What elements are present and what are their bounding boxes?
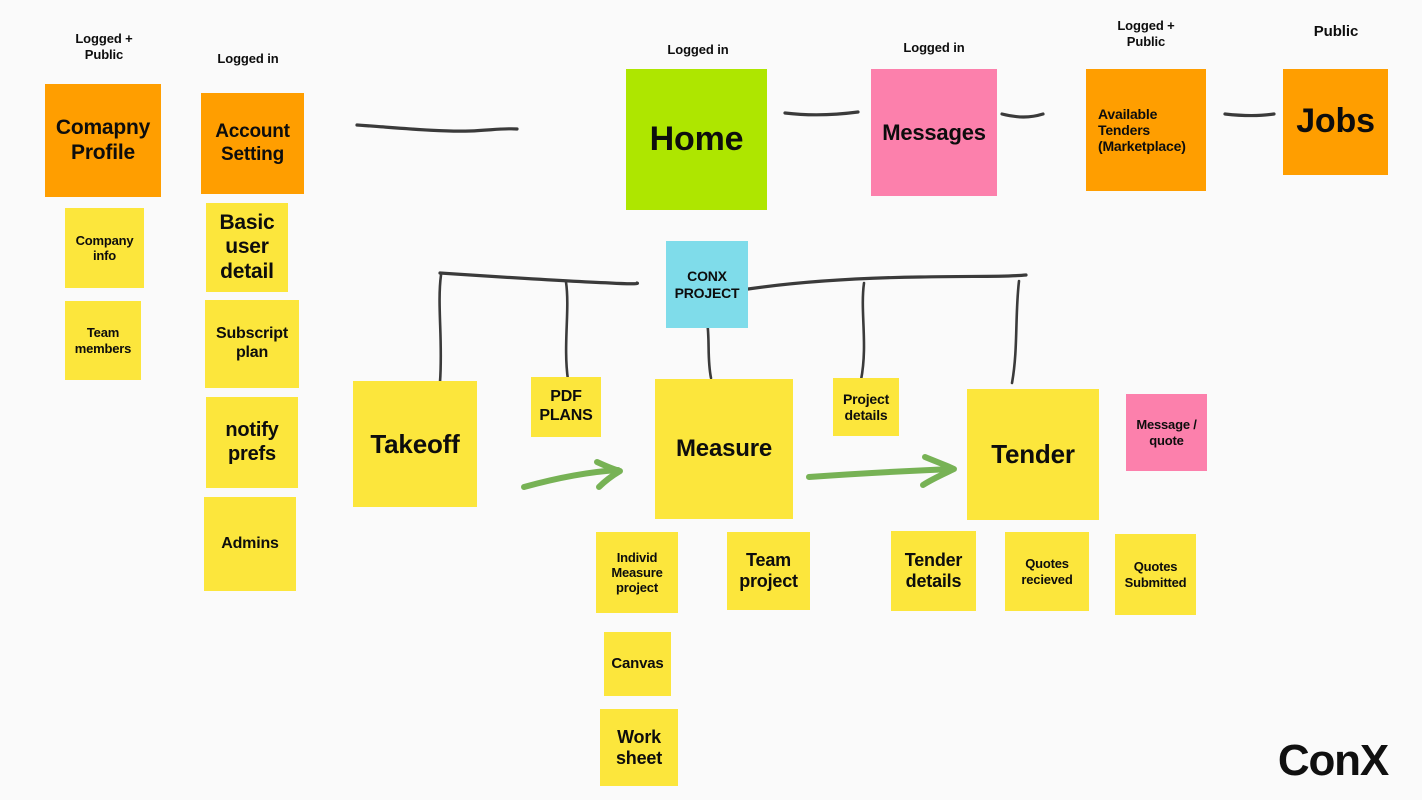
note-home[interactable]: Home: [626, 69, 767, 210]
note-quotes-recieved[interactable]: Quotes recieved: [1005, 532, 1089, 611]
note-company-info[interactable]: Company info: [65, 208, 144, 288]
note-company-profile[interactable]: Comapny Profile: [45, 84, 161, 197]
note-message-quote[interactable]: Message / quote: [1126, 394, 1207, 471]
arrow-measure-to-tender: [806, 454, 957, 488]
connector-conx-left-bus: [438, 271, 640, 286]
note-notify-prefs[interactable]: notify prefs: [206, 397, 298, 488]
label-logged-public-tenders: Logged + Public: [1117, 18, 1175, 49]
note-takeoff[interactable]: Takeoff: [353, 381, 477, 507]
connector-drop-measure: [705, 318, 713, 380]
note-admins[interactable]: Admins: [204, 497, 296, 591]
connector-drop-tender: [1010, 279, 1021, 385]
note-jobs[interactable]: Jobs: [1283, 69, 1388, 175]
conx-logo: ConX: [1277, 736, 1389, 785]
label-logged-in-messages: Logged in: [903, 40, 965, 55]
connector-tenders-to-jobs: [1223, 112, 1276, 118]
connector-messages-to-tenders: [1000, 112, 1045, 119]
note-available-tenders[interactable]: Available Tenders (Marketplace): [1086, 69, 1206, 191]
label-logged-public-left: Logged + Public: [75, 31, 133, 62]
connector-drop-pdf-plans: [564, 280, 570, 382]
arrow-takeoff-to-measure: [521, 459, 623, 490]
note-subscript-plan[interactable]: Subscript plan: [205, 300, 299, 388]
note-basic-user-detail[interactable]: Basic user detail: [206, 203, 288, 292]
label-logged-in-account: Logged in: [217, 51, 279, 66]
connector-drop-project-details: [859, 281, 866, 382]
note-account-setting[interactable]: Account Setting: [201, 93, 304, 194]
note-tender[interactable]: Tender: [967, 389, 1099, 520]
note-pdf-plans[interactable]: PDF PLANS: [531, 377, 601, 437]
label-public-jobs: Public: [1313, 23, 1359, 40]
label-logged-in-home: Logged in: [667, 42, 729, 57]
connector-drop-takeoff: [438, 273, 443, 384]
note-canvas[interactable]: Canvas: [604, 632, 671, 696]
connector-conx-right-bus: [746, 273, 1028, 291]
note-individ-measure-project[interactable]: Individ Measure project: [596, 532, 678, 613]
note-conx-project[interactable]: CONX PROJECT: [666, 241, 748, 328]
note-team-members[interactable]: Team members: [65, 301, 141, 380]
note-messages[interactable]: Messages: [871, 69, 997, 196]
note-team-project[interactable]: Team project: [727, 532, 810, 610]
note-work-sheet[interactable]: Work sheet: [600, 709, 678, 786]
connector-home-to-messages: [783, 110, 860, 117]
note-quotes-submitted[interactable]: Quotes Submitted: [1115, 534, 1196, 615]
note-tender-details[interactable]: Tender details: [891, 531, 976, 611]
connector-stray-line-left: [355, 123, 519, 133]
note-project-details[interactable]: Project details: [833, 378, 899, 436]
note-measure[interactable]: Measure: [655, 379, 793, 519]
